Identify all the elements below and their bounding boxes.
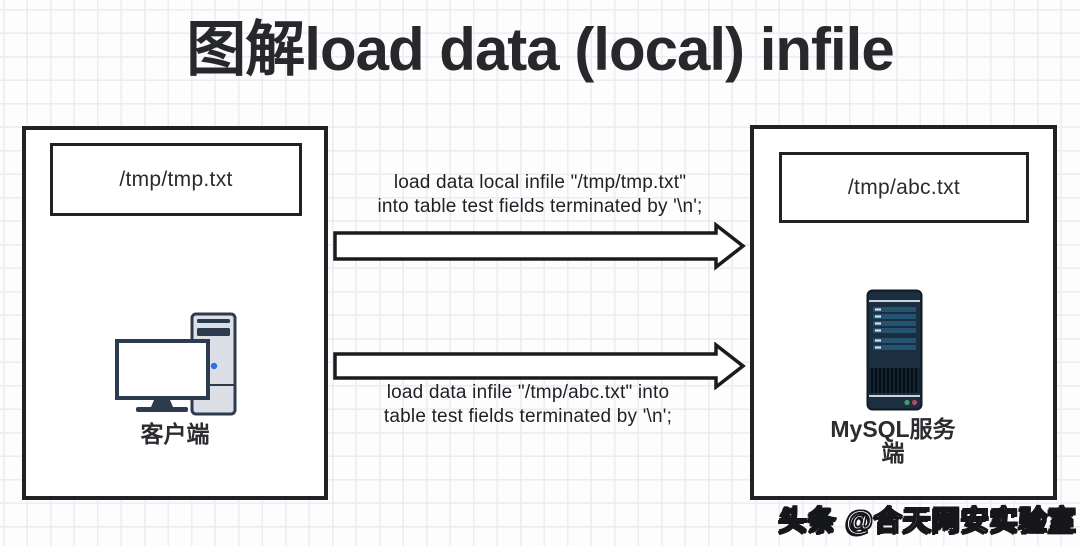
tower-slot-2: [197, 328, 230, 336]
client-box: /tmp/tmp.txt 客户端: [22, 126, 328, 500]
desktop-computer-icon: [115, 312, 237, 416]
server-label: MySQL服务 端: [754, 417, 1032, 465]
query-local-infile-line2: into table test fields terminated by '\n…: [377, 196, 703, 217]
page-title: 图解load data (local) infile: [186, 16, 894, 83]
server-drive-bays: [873, 307, 916, 350]
arrow-client-to-server-1: [333, 222, 746, 271]
server-box: /tmp/abc.txt MySQL服务: [750, 125, 1057, 500]
client-file-box: /tmp/tmp.txt: [50, 143, 302, 216]
client-label: 客户端: [140, 421, 210, 447]
server-file-box: /tmp/abc.txt: [779, 152, 1029, 223]
led-green: [904, 399, 910, 406]
query-local-infile: load data local infile "/tmp/tmp.txt" in…: [320, 171, 760, 219]
monitor-base: [136, 407, 188, 412]
server-icon: [866, 289, 923, 411]
tower-slot-1: [197, 319, 230, 323]
server-file-label: /tmp/abc.txt: [847, 175, 961, 199]
server-label-line2: 端: [881, 440, 905, 466]
watermark: 头条 @合天网安实验室: [778, 504, 1078, 536]
monitor-stand: [151, 400, 173, 407]
server-label-line1: MySQL服务: [830, 416, 956, 442]
client-file-label: /tmp/tmp.txt: [119, 167, 233, 191]
query-infile: load data infile "/tmp/abc.txt" into tab…: [308, 381, 748, 429]
monitor-screen: [115, 339, 210, 400]
led-red: [911, 399, 918, 406]
power-led: [210, 362, 218, 370]
arrow-client-to-server-2: [333, 342, 746, 390]
query-infile-line1: load data infile "/tmp/abc.txt" into: [386, 382, 670, 403]
server-vent: [869, 368, 920, 393]
query-infile-line2: table test fields terminated by '\n';: [383, 406, 673, 427]
query-local-infile-line1: load data local infile "/tmp/tmp.txt": [393, 172, 687, 193]
